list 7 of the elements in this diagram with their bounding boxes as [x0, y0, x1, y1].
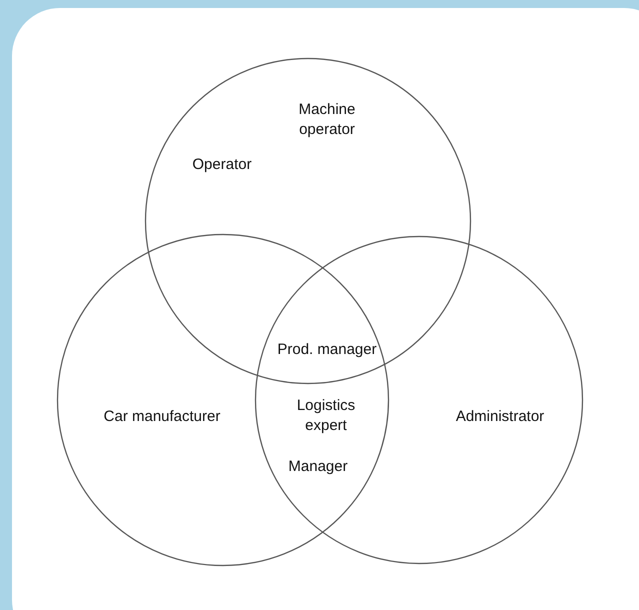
- overlap-label: Logistics expert: [296, 396, 356, 436]
- overlap-label: Prod. manager: [277, 340, 377, 360]
- set-label: Car manufacturer: [102, 407, 222, 427]
- set-label: Operator: [191, 155, 253, 175]
- set-label: Administrator: [454, 407, 546, 427]
- set-label: Machine operator: [298, 100, 356, 140]
- overlap-label: Manager: [287, 457, 349, 477]
